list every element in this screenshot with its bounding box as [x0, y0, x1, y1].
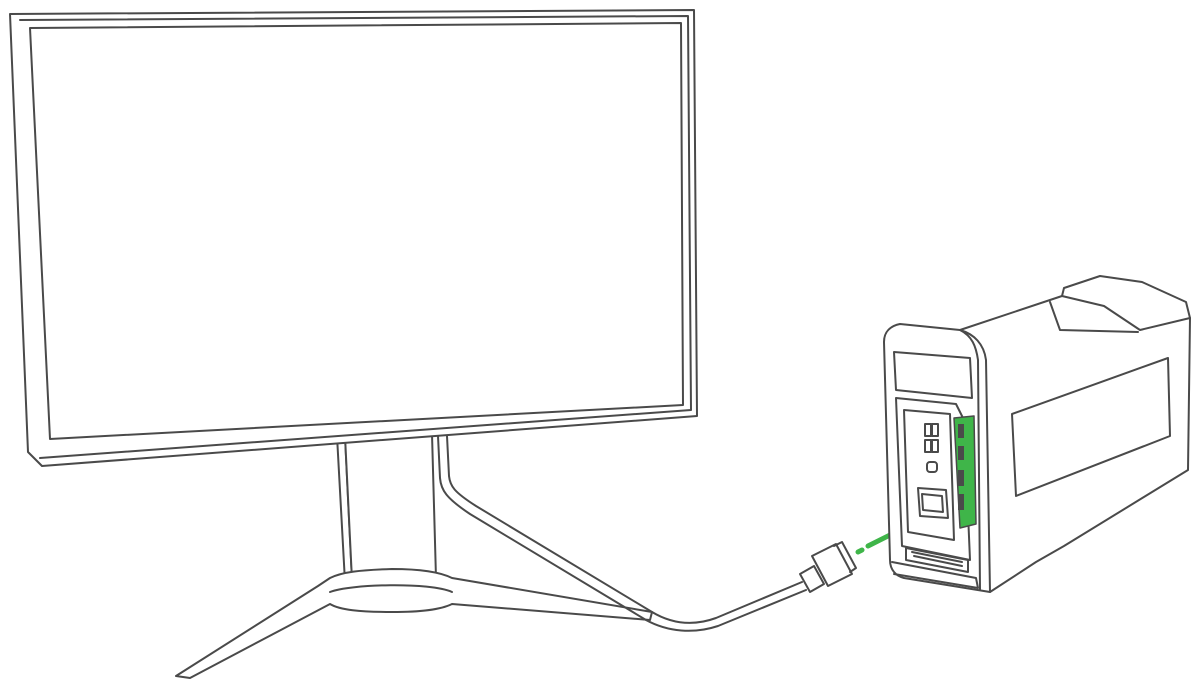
usb-port-a	[924, 423, 932, 437]
display-port-inner	[921, 493, 944, 513]
monitor-stand-base-rim	[329, 584, 453, 593]
enclosure-side-vent	[1011, 357, 1171, 497]
cable-connector	[811, 543, 853, 587]
cable-path-outer	[437, 435, 807, 632]
monitor-stand-neck-front	[344, 433, 437, 581]
usb-port-b	[931, 423, 939, 437]
enclosure-top-slot	[893, 351, 973, 399]
cable-path-inner	[446, 435, 803, 624]
enclosure-top-ridge	[1061, 295, 1191, 331]
monitor-screen	[29, 22, 684, 440]
gpu-port-1	[958, 424, 964, 438]
monitor-stand-base	[175, 568, 653, 679]
gpu-port-4	[958, 494, 964, 510]
enclosure-front-bevel	[959, 329, 981, 591]
graphics-card-icon	[953, 415, 977, 529]
usb-port-d	[931, 439, 939, 453]
monitor-icon	[9, 9, 698, 679]
display-cable-icon	[437, 435, 857, 632]
gpu-port-2	[958, 446, 964, 460]
audio-port	[926, 461, 938, 473]
enclosure-top-ridge-2	[1049, 301, 1139, 333]
enclosure-base-lip	[891, 561, 979, 589]
enclosure-body	[959, 275, 1191, 593]
cable-connector-tip	[833, 541, 857, 573]
enclosure-bottom-grill-lines	[911, 551, 963, 567]
gpu-port-3	[958, 470, 964, 486]
usb-port-c	[924, 439, 932, 453]
external-gpu-enclosure-icon	[883, 275, 1191, 593]
cable-strain-relief	[799, 565, 825, 593]
monitor-bezel-inner-edge	[19, 15, 692, 459]
